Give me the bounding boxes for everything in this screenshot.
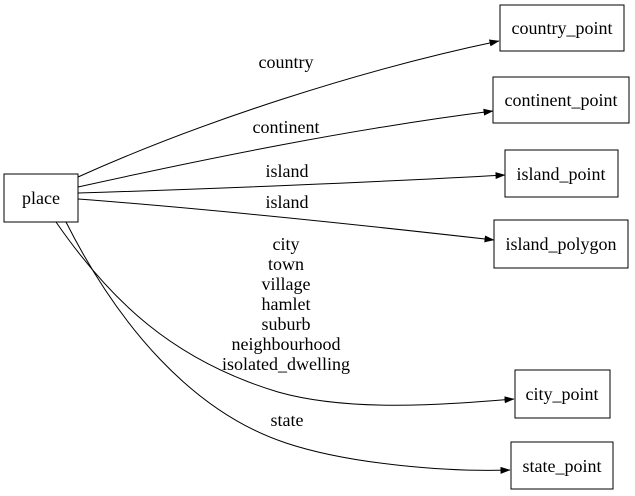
edge-label-island-polygon: island [266, 192, 309, 212]
node-place: place [3, 173, 79, 223]
node-continent-point: continent_point [492, 76, 630, 124]
nodes: place country_point continent_point isla… [3, 4, 630, 490]
node-island-polygon-box [493, 219, 629, 269]
edge-label-state: state [271, 410, 304, 430]
edge-label-village: village [262, 274, 311, 294]
edge-place-city_point [55, 221, 515, 406]
node-city-point-label: city_point [526, 384, 599, 404]
edge-place-state_point [65, 221, 511, 474]
node-island-polygon-label: island_polygon [506, 234, 617, 254]
edge-label-suburb: suburb [262, 314, 311, 334]
edge-label-country: country [259, 52, 314, 72]
edge-label-town: town [268, 254, 304, 274]
node-state-point-box [510, 441, 614, 490]
node-state-point: state_point [510, 441, 614, 490]
edge-label-city: city [273, 234, 300, 254]
node-city-point: city_point [514, 369, 611, 419]
node-country-point-box [499, 4, 625, 52]
edge-label-neighbourhood: neighbourhood [232, 334, 341, 354]
edge-label-isolated-dwelling: isolated_dwelling [222, 354, 350, 374]
edge-label-continent: continent [253, 117, 320, 137]
edge-label-hamlet: hamlet [262, 294, 311, 314]
node-state-point-label: state_point [523, 456, 602, 476]
node-island-point-label: island_point [517, 164, 606, 184]
node-country-point-label: country_point [512, 18, 613, 38]
node-country-point: country_point [499, 4, 625, 52]
edge-labels: country continent island island city tow… [222, 52, 350, 430]
edge-label-island-point: island [266, 161, 309, 181]
node-continent-point-box [492, 76, 630, 124]
edge-label-city-group: city town village hamlet suburb neighbou… [222, 234, 350, 374]
node-island-polygon: island_polygon [493, 219, 629, 269]
node-place-label: place [22, 188, 60, 208]
edge-place-island_polygon [77, 198, 495, 243]
edges [55, 39, 515, 474]
node-island-point: island_point [504, 149, 619, 198]
node-continent-point-label: continent_point [505, 90, 618, 110]
edge-place-country_point [77, 39, 500, 178]
edge-place-continent_point [77, 108, 494, 188]
node-island-point-box [504, 149, 619, 198]
edge-place-island_point [77, 172, 506, 194]
node-place-box [3, 173, 79, 223]
node-city-point-box [514, 369, 611, 419]
